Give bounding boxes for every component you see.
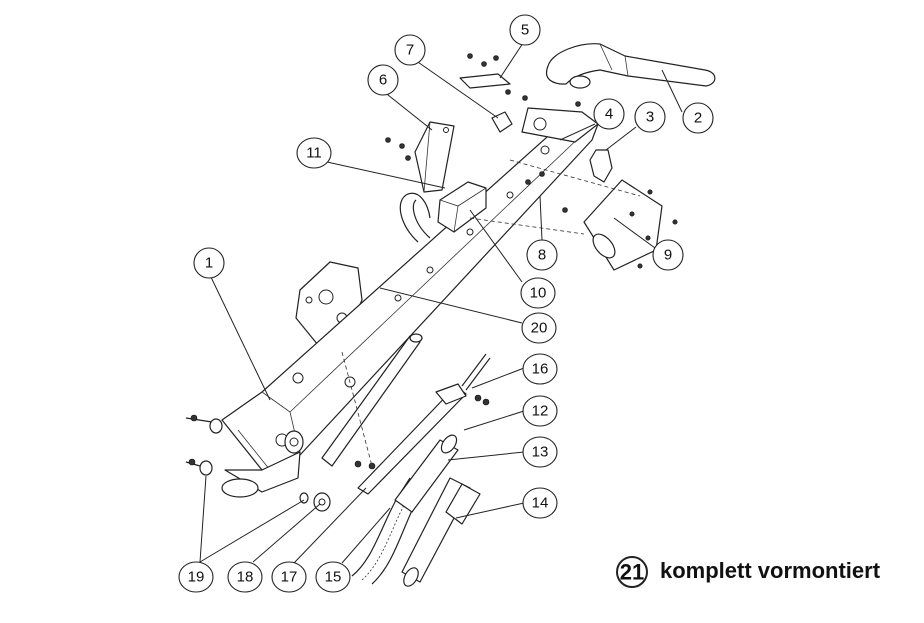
callout-leaders bbox=[199, 39, 683, 564]
main-frame-part bbox=[221, 111, 599, 498]
callout-12: 12 bbox=[522, 395, 558, 427]
handle-part bbox=[545, 43, 716, 89]
callout-18: 18 bbox=[227, 561, 263, 593]
callout-7: 7 bbox=[394, 34, 426, 66]
svg-text:6: 6 bbox=[379, 72, 387, 89]
svg-text:4: 4 bbox=[605, 106, 613, 123]
strut-assembly-part bbox=[321, 333, 491, 585]
svg-text:12: 12 bbox=[532, 403, 549, 420]
svg-text:9: 9 bbox=[664, 247, 672, 264]
svg-text:18: 18 bbox=[237, 569, 254, 586]
top-bracket-parts bbox=[459, 53, 613, 213]
callout-11: 11 bbox=[296, 137, 332, 169]
svg-text:16: 16 bbox=[532, 361, 549, 378]
callout-10: 10 bbox=[520, 277, 556, 309]
svg-text:7: 7 bbox=[406, 42, 414, 59]
assembly-note-text: komplett vormontiert bbox=[660, 558, 881, 583]
callout-14: 14 bbox=[522, 487, 558, 519]
callout-13: 13 bbox=[522, 436, 558, 468]
svg-text:17: 17 bbox=[281, 569, 298, 586]
svg-text:8: 8 bbox=[538, 247, 546, 264]
svg-text:2: 2 bbox=[694, 110, 702, 127]
callout-9: 9 bbox=[652, 239, 684, 271]
angle-bracket-part bbox=[385, 121, 455, 193]
cylinder-tubes-part bbox=[394, 434, 481, 587]
switch-box-part bbox=[399, 181, 487, 243]
callout-20: 20 bbox=[521, 312, 557, 344]
callout-1: 1 bbox=[193, 247, 225, 279]
callout-19: 19 bbox=[178, 561, 214, 593]
svg-text:20: 20 bbox=[531, 320, 548, 337]
callout-8: 8 bbox=[526, 239, 558, 271]
callout-5: 5 bbox=[509, 14, 541, 46]
svg-text:14: 14 bbox=[532, 495, 549, 512]
svg-text:5: 5 bbox=[521, 22, 529, 39]
svg-text:1: 1 bbox=[205, 255, 213, 272]
svg-text:21: 21 bbox=[620, 560, 644, 585]
svg-text:11: 11 bbox=[306, 145, 322, 162]
fasteners-part bbox=[185, 414, 331, 512]
callout-17: 17 bbox=[271, 561, 307, 593]
callout-3: 3 bbox=[634, 101, 666, 133]
callout-16: 16 bbox=[522, 353, 558, 385]
callout-6: 6 bbox=[367, 64, 399, 96]
callout-4: 4 bbox=[593, 98, 625, 130]
svg-text:10: 10 bbox=[530, 285, 547, 302]
svg-text:13: 13 bbox=[532, 444, 549, 461]
callout-2: 2 bbox=[682, 102, 714, 134]
svg-text:3: 3 bbox=[646, 109, 654, 126]
svg-text:15: 15 bbox=[325, 569, 342, 586]
note-number-21: 21 bbox=[616, 556, 648, 588]
svg-text:19: 19 bbox=[188, 569, 205, 586]
callout-15: 15 bbox=[315, 561, 351, 593]
